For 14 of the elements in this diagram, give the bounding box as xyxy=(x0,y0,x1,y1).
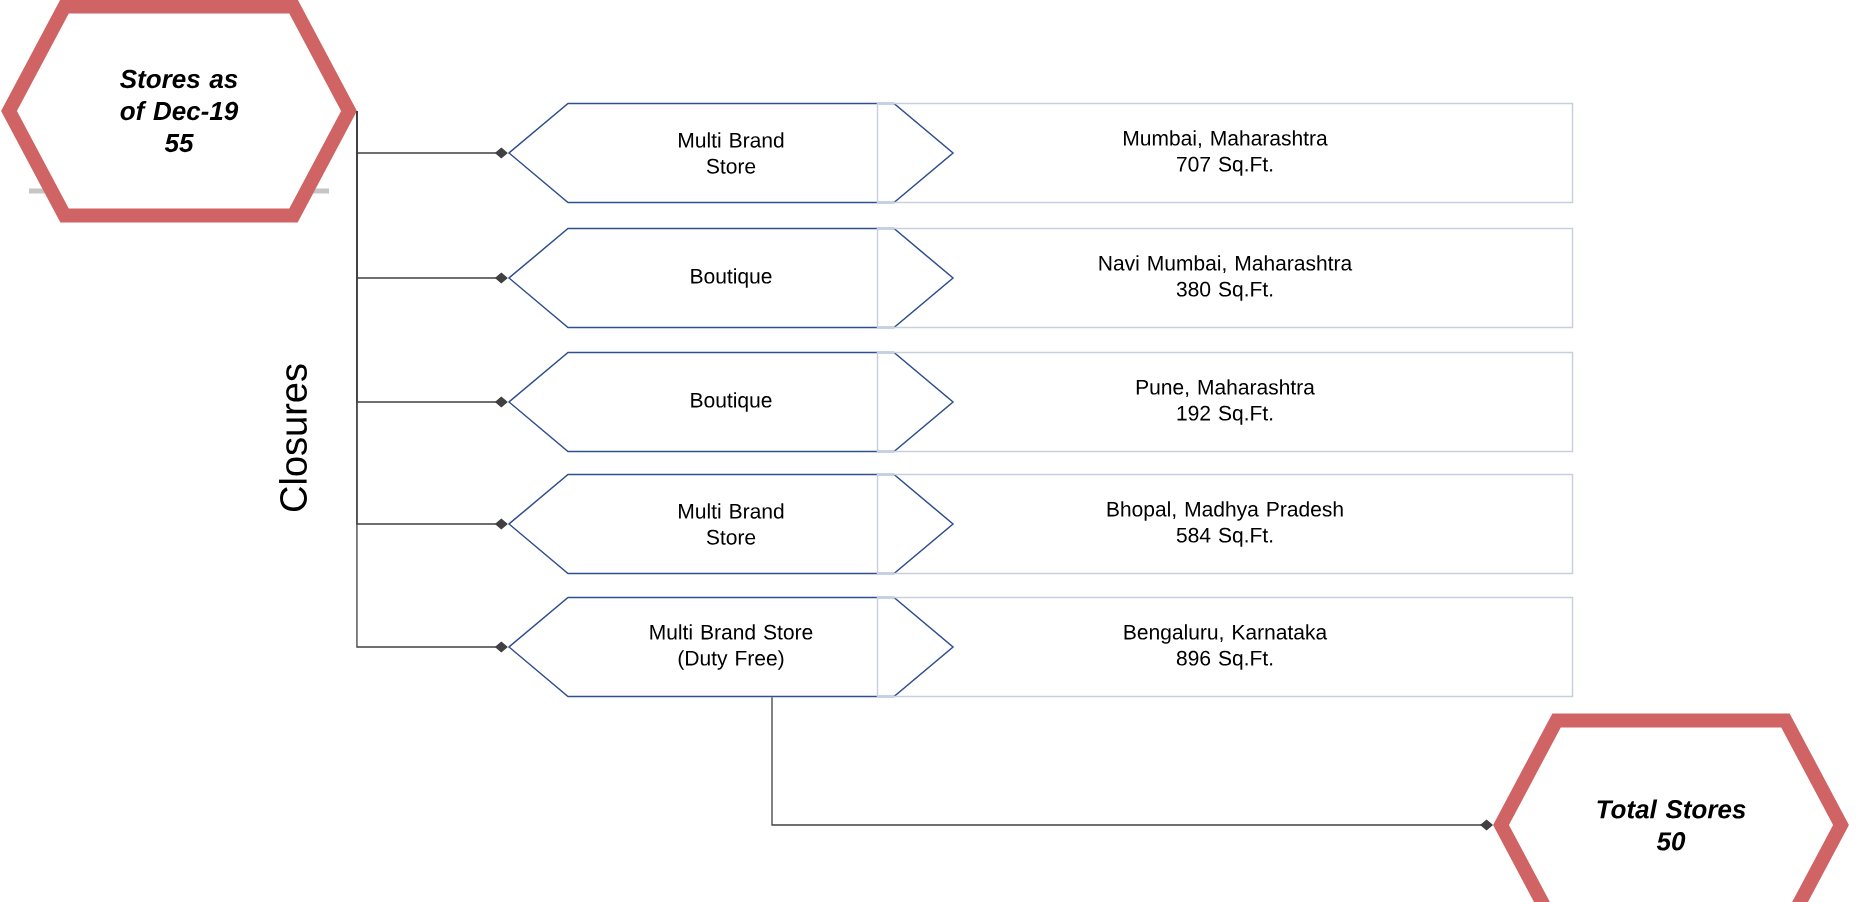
location-box: Navi Mumbai, Maharashtra 380 Sq.Ft. xyxy=(876,227,1574,329)
hexagon-box: Multi Brand Store xyxy=(507,473,955,575)
location-box: Mumbai, Maharashtra 707 Sq.Ft. xyxy=(876,102,1574,204)
hexagon-box: Multi Brand Store xyxy=(507,102,955,204)
hexagon-box: Boutique xyxy=(507,227,955,329)
hexagon-box: Multi Brand Store (Duty Free) xyxy=(507,596,955,698)
side-label: Closures xyxy=(279,364,307,512)
location-box: Pune, Maharashtra 192 Sq.Ft. xyxy=(876,351,1574,453)
hexagon-badge: Total Stores 50 xyxy=(1493,713,1849,902)
location-box: Bhopal, Madhya Pradesh 584 Sq.Ft. xyxy=(876,473,1574,575)
hexagon-box: Boutique xyxy=(507,351,955,453)
hexagon-badge: Stores as of Dec-19 55 xyxy=(1,0,357,223)
connector-line xyxy=(356,110,508,653)
location-box: Bengaluru, Karnataka 896 Sq.Ft. xyxy=(876,596,1574,698)
